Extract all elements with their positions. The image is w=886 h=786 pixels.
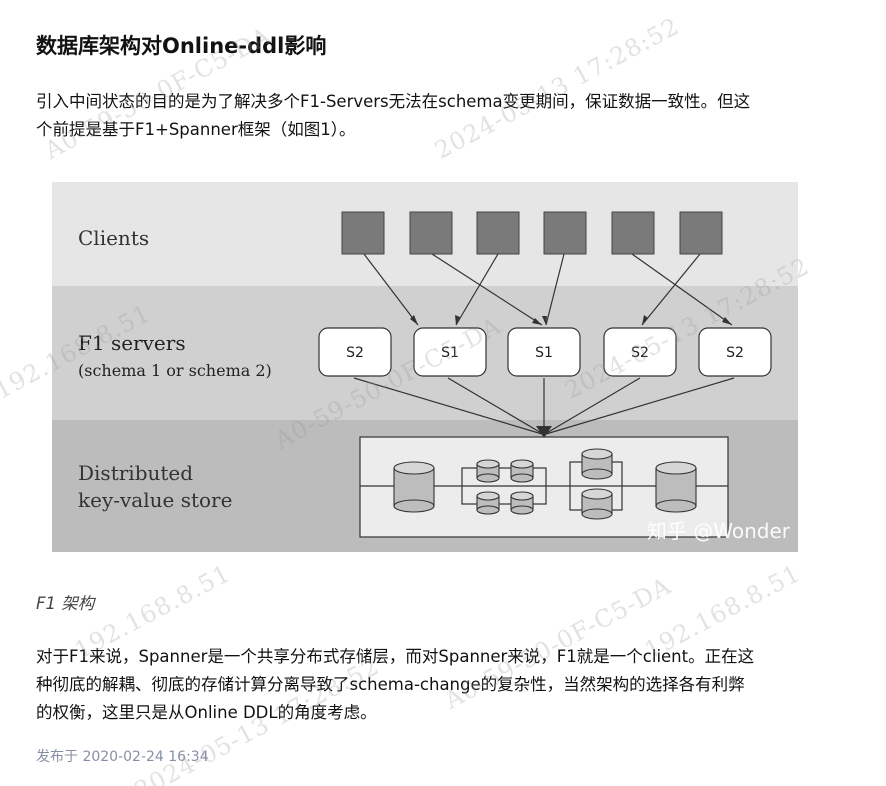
storage-cylinder (655, 461, 697, 513)
intro-paragraph: 引入中间状态的目的是为了解决多个F1-Servers无法在schema变更期间，… (36, 88, 826, 144)
f1-architecture-figure: Clients F1 servers (schema 1 or schema 2… (52, 182, 798, 552)
client-box (611, 211, 655, 255)
client-box (543, 211, 587, 255)
storage-cylinder (510, 491, 534, 515)
article-title: 数据库架构对Online-ddl影响 (36, 34, 327, 58)
figure-caption: F1 架构 (36, 594, 95, 613)
server-box (413, 327, 487, 377)
client-box (476, 211, 520, 255)
intro-line-1: 引入中间状态的目的是为了解决多个F1-Servers无法在schema变更期间，… (36, 92, 751, 111)
server-label: S2 (726, 345, 744, 361)
servers-sublabel: (schema 1 or schema 2) (78, 361, 272, 380)
body-line-1: 对于F1来说，Spanner是一个共享分布式存储层，而对Spanner来说，F1… (36, 647, 755, 666)
zhihu-credit: 知乎 @Wonder (647, 519, 791, 543)
storage-cylinder (476, 491, 500, 515)
client-box (341, 211, 385, 255)
client-box (409, 211, 453, 255)
body-line-2: 种彻底的解耦、彻底的存储计算分离导致了schema-change的复杂性，当然架… (36, 675, 745, 694)
published-time: 发布于 2020-02-24 16:34 (36, 749, 209, 765)
storage-cylinder (510, 459, 534, 483)
intro-line-2: 个前提是基于F1+Spanner框架（如图1）。 (36, 120, 356, 139)
client-box (679, 211, 723, 255)
server-box (507, 327, 581, 377)
storage-cylinder (393, 461, 435, 513)
server-box (318, 327, 392, 377)
server-box (698, 327, 772, 377)
storage-cylinder (581, 448, 613, 480)
body-paragraph: 对于F1来说，Spanner是一个共享分布式存储层，而对Spanner来说，F1… (36, 643, 826, 727)
clients-label: Clients (78, 226, 149, 250)
server-label: S1 (441, 345, 459, 361)
server-label: S2 (346, 345, 364, 361)
store-label-1: Distributed (78, 461, 193, 485)
servers-label: F1 servers (78, 331, 186, 355)
server-label: S1 (535, 345, 553, 361)
storage-cylinder (581, 488, 613, 520)
server-label: S2 (631, 345, 649, 361)
storage-cylinder (476, 459, 500, 483)
store-label-2: key-value store (78, 488, 232, 512)
server-box (603, 327, 677, 377)
body-line-3: 的权衡，这里只是从Online DDL的角度考虑。 (36, 703, 377, 722)
